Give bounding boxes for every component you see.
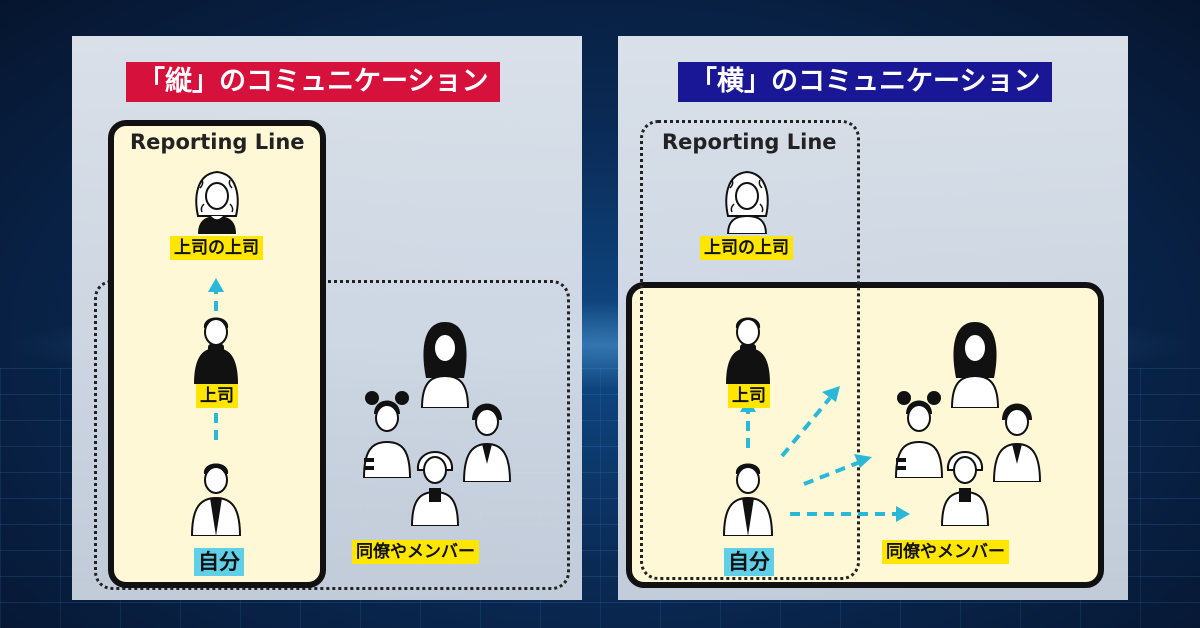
panel-vertical-communication: 「縦」のコミュニケーション Reporting Line 上司の上司 上司 自分	[72, 36, 582, 600]
girl-buns-icon	[362, 391, 412, 478]
arrows	[740, 386, 910, 522]
self-label: 自分	[194, 548, 244, 576]
panel-title: 「横」のコミュニケーション	[678, 62, 1053, 102]
elderly-woman-icon	[940, 451, 990, 526]
horizontal-group-frame	[626, 282, 1104, 588]
man-turtleneck-icon	[726, 317, 770, 384]
peers-label: 同僚やメンバー	[882, 540, 1009, 564]
boss-of-boss-label: 上司の上司	[170, 236, 263, 260]
peers-label: 同僚やメンバー	[352, 540, 479, 564]
boss-label: 上司	[728, 384, 770, 408]
elderly-woman-icon	[410, 451, 460, 526]
arrows	[208, 278, 224, 440]
woman-ponytail-icon	[462, 403, 512, 482]
boss-of-boss-label: 上司の上司	[700, 236, 793, 260]
boss-label: 上司	[196, 384, 238, 408]
woman-long-hair-icon	[420, 322, 470, 408]
woman-curly-hair-icon	[195, 170, 239, 234]
reporting-line-label: Reporting Line	[130, 130, 305, 154]
reporting-line-label: Reporting Line	[662, 130, 837, 154]
self-label: 自分	[724, 548, 774, 576]
panel-title: 「縦」のコミュニケーション	[126, 62, 501, 102]
reporting-line-frame	[640, 120, 860, 580]
girl-buns-icon	[894, 391, 944, 478]
man-turtleneck-icon	[194, 317, 238, 384]
woman-curly-hair-icon	[725, 170, 769, 234]
panel-horizontal-communication: 「横」のコミュニケーション Reporting Line 上司の上司 上司	[618, 36, 1128, 600]
peer-group-frame	[94, 280, 570, 590]
man-jacket-icon	[722, 463, 774, 536]
woman-ponytail-icon	[992, 403, 1042, 482]
woman-long-hair-icon	[950, 322, 1000, 408]
man-jacket-icon	[190, 463, 242, 536]
